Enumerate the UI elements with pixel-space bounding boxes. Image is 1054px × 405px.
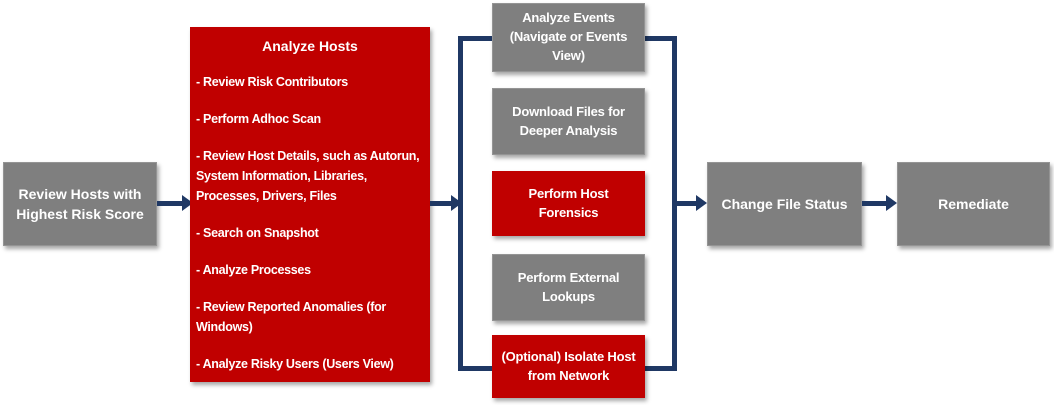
action-download-files-label: Download Files for Deeper Analysis xyxy=(512,103,625,138)
fanout-bottom-right-line xyxy=(644,366,677,371)
action-isolate-host-label: (Optional) Isolate Host from Network xyxy=(501,348,636,383)
action-analyze-events-label: Analyze Events (Navigate or Events View) xyxy=(509,10,628,63)
fanout-bottom-left-line xyxy=(458,366,494,371)
action-analyze-events: Analyze Events (Navigate or Events View) xyxy=(492,3,645,72)
arrow-analyze-to-actions-head xyxy=(451,195,462,211)
analyze-hosts-bullet: - Review Host Details, such as Autorun, … xyxy=(196,149,420,203)
analyze-hosts-bullet: - Search on Snapshot xyxy=(196,226,319,240)
analyze-hosts-bullet: - Review Risk Contributors xyxy=(196,75,348,89)
analyze-hosts-bullet: - Review Reported Anomalies (for Windows… xyxy=(196,300,386,334)
action-isolate-host: (Optional) Isolate Host from Network xyxy=(492,335,645,398)
fanout-top-left-line xyxy=(458,36,494,41)
analyze-hosts-bullet: - Analyze Risky Users (Users View) xyxy=(196,357,394,371)
analyze-hosts-bullet: - Analyze Processes xyxy=(196,263,311,277)
step-review-hosts-label: Review Hosts with Highest Risk Score xyxy=(16,185,144,222)
arrow-actions-to-cfs-line xyxy=(677,201,697,206)
step-change-file-status-label: Change File Status xyxy=(721,195,848,212)
fanout-left-vertical-line xyxy=(458,36,463,371)
step-review-hosts: Review Hosts with Highest Risk Score xyxy=(3,162,157,246)
step-change-file-status: Change File Status xyxy=(707,162,862,246)
arrow-review-to-analyze-line xyxy=(157,201,183,206)
step-remediate: Remediate xyxy=(897,162,1050,246)
action-external-lookups: Perform External Lookups xyxy=(492,254,645,321)
analyze-hosts-title: Analyze Hosts xyxy=(262,38,358,54)
arrow-actions-to-cfs-head xyxy=(696,195,707,211)
fanout-top-right-line xyxy=(644,36,677,41)
arrow-cfs-to-remediate-line xyxy=(862,201,887,206)
arrow-review-to-analyze-head xyxy=(182,195,193,211)
action-host-forensics: Perform Host Forensics xyxy=(492,171,645,236)
analyze-hosts-bullet-list: - Review Risk Contributors - Perform Adh… xyxy=(196,72,424,374)
action-host-forensics-label: Perform Host Forensics xyxy=(528,185,609,220)
step-analyze-hosts: Analyze Hosts - Review Risk Contributors… xyxy=(190,27,430,382)
action-download-files: Download Files for Deeper Analysis xyxy=(492,88,645,155)
arrow-analyze-to-actions-line xyxy=(430,201,452,206)
step-remediate-label: Remediate xyxy=(938,195,1009,212)
action-external-lookups-label: Perform External Lookups xyxy=(517,269,620,304)
analyze-hosts-bullet: - Perform Adhoc Scan xyxy=(196,112,321,126)
fanout-right-vertical-line xyxy=(672,36,677,371)
arrow-cfs-to-remediate-head xyxy=(886,195,897,211)
